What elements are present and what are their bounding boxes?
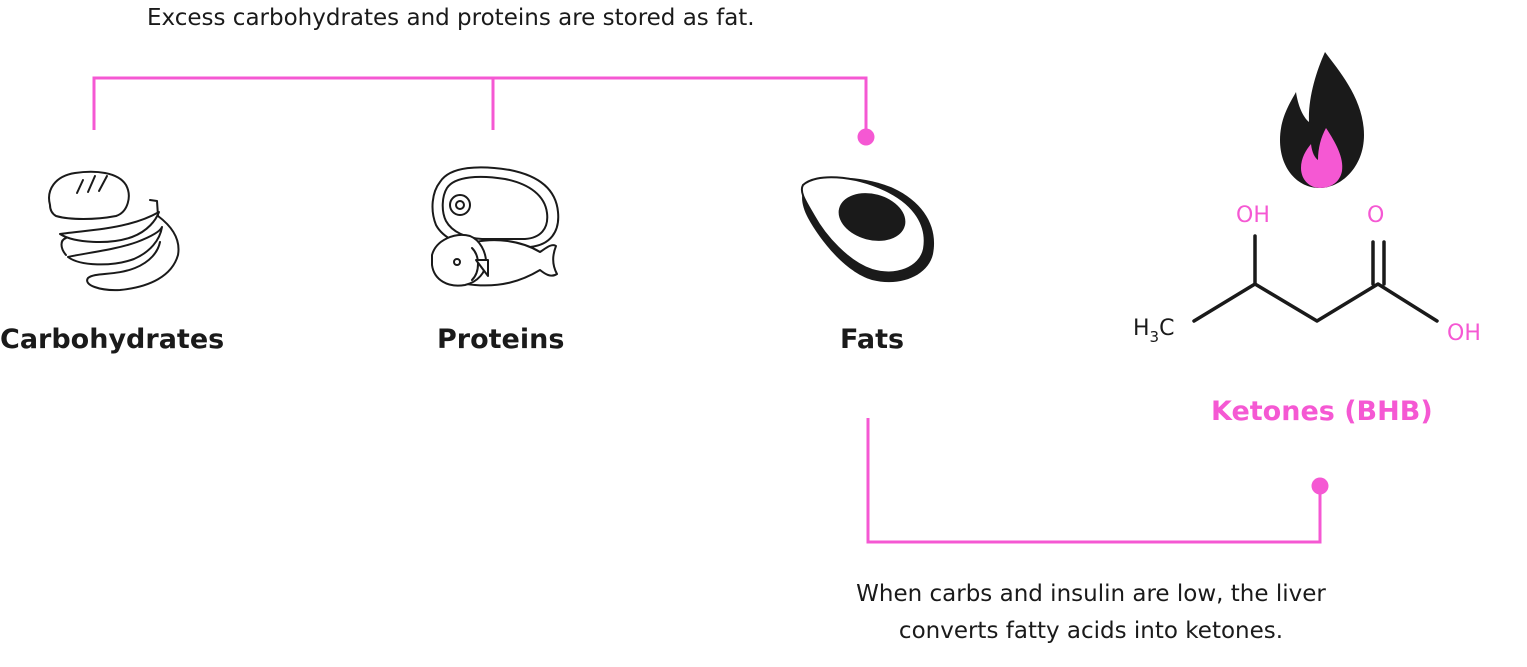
fats-connector-dot bbox=[857, 128, 875, 146]
bottom-connector bbox=[866, 418, 1322, 544]
methyl-c: C bbox=[1159, 316, 1175, 341]
flame-icon bbox=[1280, 52, 1364, 188]
storage-caption: Excess carbohydrates and proteins are st… bbox=[147, 5, 755, 31]
steak-and-fish-icon bbox=[431, 166, 560, 287]
top-connector bbox=[92, 76, 868, 135]
ketones-label: Ketones (BHB) bbox=[1211, 396, 1433, 427]
methyl-subscript: 3 bbox=[1149, 328, 1160, 347]
ketogenesis-caption: When carbs and insulin are low, the live… bbox=[856, 581, 1326, 644]
methyl-group-label: H3C bbox=[1133, 316, 1175, 347]
bread-and-bananas-icon bbox=[48, 170, 180, 292]
bhb-molecule bbox=[1192, 234, 1439, 323]
fats-label: Fats bbox=[840, 324, 905, 355]
ketones-connector-dot bbox=[1311, 477, 1329, 495]
carbohydrates-label: Carbohydrates bbox=[0, 324, 225, 355]
carbonyl-oxygen-label: O bbox=[1367, 203, 1385, 228]
methyl-h: H bbox=[1133, 316, 1150, 341]
hydroxyl-right-label: OH bbox=[1447, 321, 1481, 346]
avocado-icon bbox=[800, 176, 935, 283]
hydroxyl-top-label: OH bbox=[1236, 203, 1270, 228]
proteins-label: Proteins bbox=[437, 324, 565, 355]
